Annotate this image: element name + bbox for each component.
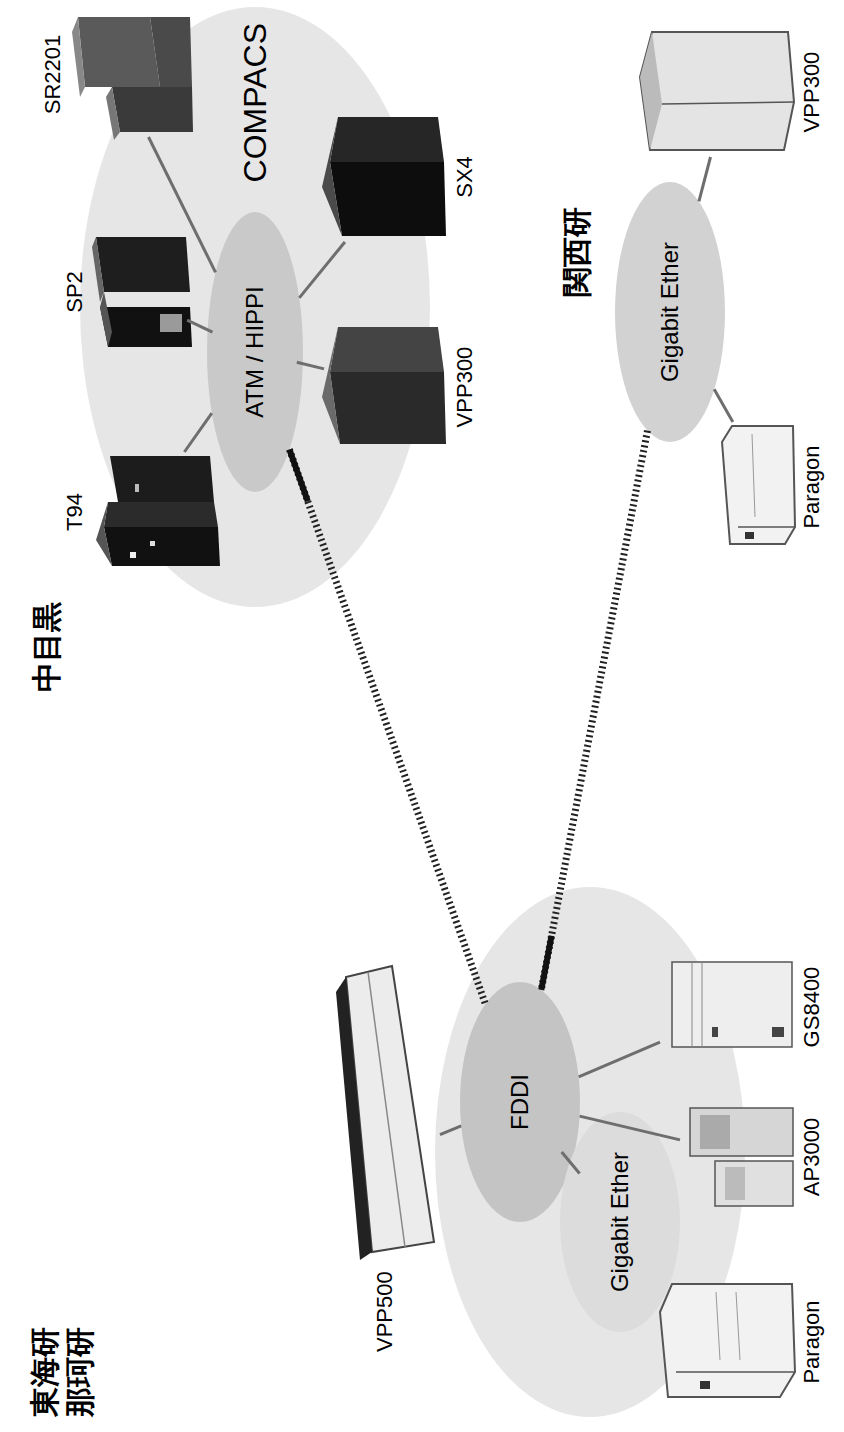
site-label-holder: 関西研 (560, 207, 595, 297)
site-label: 東海研 那珂研 (28, 1321, 97, 1417)
network-label: ATM / HIPPI (241, 286, 270, 418)
solid-link-segment (541, 936, 551, 990)
site-label: 関西研 (560, 207, 595, 297)
dashed-link-line (541, 431, 647, 990)
machine-node: GS8400 (660, 952, 825, 1062)
sr2201-picture (72, 17, 193, 140)
link-line (579, 1042, 660, 1077)
paragon-picture (722, 426, 795, 544)
network-link (714, 389, 733, 422)
machine-label: Paragon (799, 1300, 825, 1383)
machine-node: SP2 (62, 232, 192, 352)
machine-label: Paragon (799, 445, 825, 528)
ellipse-fill (80, 7, 430, 607)
machine-label: SR2201 (40, 35, 66, 115)
machine-label: AP3000 (799, 1118, 825, 1196)
machine-node: AP3000 (680, 1102, 825, 1212)
machine-label: SX4 (452, 156, 478, 198)
machine-label: GS8400 (799, 967, 825, 1048)
machine-label: VPP300 (452, 347, 478, 428)
site-label-holder: 東海研 那珂研 (28, 1321, 97, 1417)
network-link (579, 1042, 660, 1077)
site-label: 中目黒 (30, 602, 65, 692)
network-label: COMPACS (236, 23, 274, 182)
machine-node: SX4 (318, 112, 478, 242)
machine-label: VPP500 (372, 1271, 398, 1352)
link-line (699, 157, 711, 201)
t94-picture (96, 456, 220, 566)
network-ellipse: ATM / HIPPI (207, 212, 303, 492)
paragon-picture (660, 1284, 795, 1397)
machine-node: Paragon (650, 1277, 825, 1407)
vpp300-picture (322, 327, 446, 444)
gs8400-picture (672, 962, 792, 1047)
machine-node: T94 (62, 452, 222, 572)
ellipse-fill (615, 182, 725, 442)
machine-node: VPP500 (330, 962, 440, 1352)
sp2-picture (92, 237, 192, 347)
network-ellipse: COMPACS ATM / HIPPI (80, 7, 430, 607)
ellipse-fill (207, 212, 303, 492)
network-label: Gigabit Ether (656, 242, 685, 382)
ellipse-fill (460, 982, 580, 1222)
network-label: Gigabit Ether (606, 1152, 635, 1292)
machine-label: SP2 (62, 271, 88, 313)
network-ellipse: FDDI (460, 982, 580, 1222)
sx4-picture (322, 117, 446, 236)
network-link (699, 157, 711, 201)
vpp500-picture (336, 966, 434, 1260)
machine-node: VPP300 (630, 27, 825, 157)
network-link (440, 1126, 461, 1135)
network-ellipse: Gigabit Ether (560, 1112, 680, 1332)
machine-label: T94 (62, 493, 88, 531)
site-label-holder: 中目黒 (30, 602, 65, 692)
link-line (714, 389, 733, 422)
link-line (440, 1126, 461, 1135)
machine-label: VPP300 (799, 52, 825, 133)
ap3000-picture (690, 1108, 793, 1206)
network-ellipse: Gigabit Ether (615, 182, 725, 442)
machine-node: VPP300 (318, 322, 478, 452)
site-link (541, 431, 647, 990)
machine-node: Paragon (715, 422, 825, 552)
network-label: FDDI (506, 1074, 535, 1130)
vpp300-picture (640, 32, 794, 150)
machine-node: SR2201 (40, 12, 195, 137)
ellipse-fill (560, 1112, 680, 1332)
